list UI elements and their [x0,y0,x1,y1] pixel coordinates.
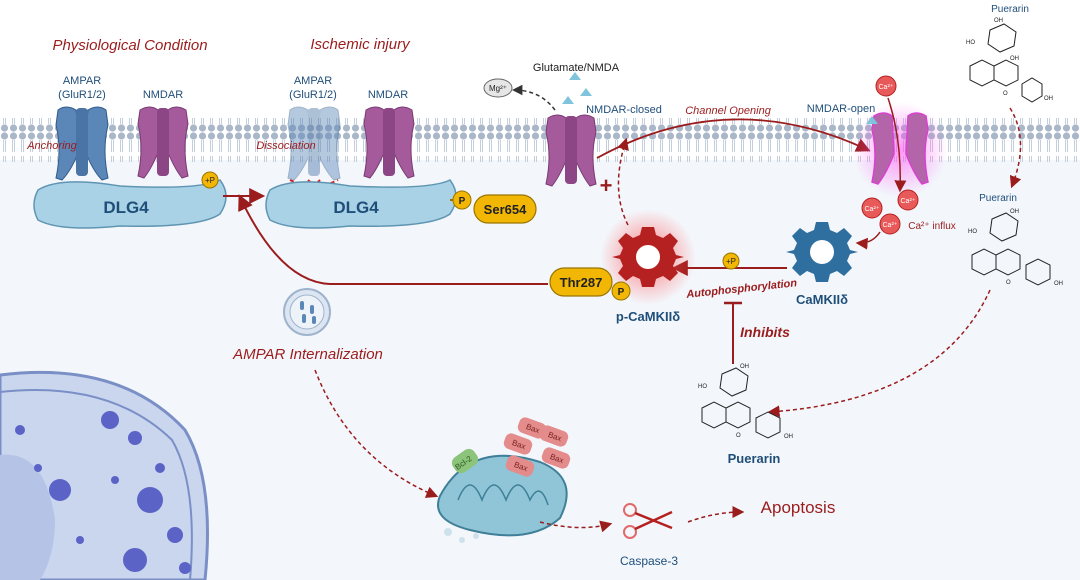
ca-ion-2-label: Ca²⁺ [901,198,916,205]
puerarin-oh-mid-2: OH [1054,281,1063,287]
phospho-badge-1-label: +P [205,176,215,185]
ischemic-title: Ischemic injury [310,36,411,53]
nmdar-open-receptor [871,112,929,185]
mitochondrion [437,454,568,543]
puerarin-oh-bot-2: OH [784,434,793,440]
nmdar-closed-label: NMDAR-closed [586,104,662,116]
bax-cluster: Bax Bax Bax Bax Bax [503,417,571,477]
thr287-badge [549,267,613,297]
nmdar-receptor-1 [137,106,189,179]
puerarin-ho-mid: HO [968,229,977,235]
glutamate-molecules [562,72,592,104]
puerarin-oh-mid-1: OH [1010,209,1019,215]
ca-ion-1-label: Ca²⁺ [865,206,880,213]
dissociation-label: Dissociation [256,140,315,152]
puerarin-structure-middle: Puerarin HO OH O OH [968,193,1063,287]
puerarin-structure-bottom: HO OH O OH [698,364,793,440]
dlg4-scaffold-2 [265,179,457,229]
scissors-icon [623,503,673,539]
caspase-label: Caspase-3 [620,554,678,568]
ca-ion-top-label: Ca²⁺ [879,84,894,91]
nmdar-closed-receptor [545,114,597,187]
puerarin-oh-top-1: OH [994,18,1003,24]
puerarin-oh-bot-1: OH [740,364,749,370]
puerarin-label-middle: Puerarin [979,193,1017,204]
inhibits-label: Inhibits [740,324,790,340]
puerarin-oh-top-2: OH [1010,56,1019,62]
anchoring-label: Anchoring [26,140,77,152]
nucleus [0,370,209,580]
phospho-p-1-label: P [459,196,466,207]
bax-label-4: Bax [549,452,565,465]
nmdar-label-2: NMDAR [368,89,408,101]
glutamate-label: Glutamate/NMDA [533,62,620,74]
thr287-label: Thr287 [560,275,603,290]
puerarin-path-arrow-1 [1009,107,1022,189]
dlg4-label-1: DLG4 [103,198,149,217]
puerarin-label-top: Puerarin [991,4,1029,15]
nmdar-label-1: NMDAR [143,89,183,101]
ampar-internalization-label: AMPAR Internalization [232,346,383,363]
puerarin-o-mid: O [1006,280,1011,286]
ser654-badge [473,194,537,224]
phospho-p-2-label: P [618,287,625,298]
ca-entry-arrow [887,97,907,193]
glutamate-bound [866,116,878,124]
phospho-badge-2 [722,252,740,270]
ampar-label-2: AMPAR [294,75,332,87]
camkii-label: CaMKIIδ [796,292,848,307]
caspase-to-apoptosis-arrow [687,506,745,523]
bax-label-1: Bax [525,422,541,435]
physiological-title: Physiological Condition [52,37,207,54]
puerarin-o-top: O [1003,91,1008,97]
nmdar-open-label: NMDAR-open [807,103,875,115]
nmdar-receptor-2 [363,106,415,179]
puerarin-ho-bot: HO [698,384,707,390]
apoptosis-label: Apoptosis [761,498,836,517]
mg-label: Mg²⁺ [489,84,507,93]
puerarin-label-bottom: Puerarin [728,451,781,466]
positive-feedback-plus: + [600,173,613,198]
pcamkii-to-nmdar-dashed-arrow [617,137,629,226]
puerarin-path-arrow-2 [767,289,991,418]
ca-to-camkii-arrow [855,231,881,250]
ampar-sub-label-1: (GluR1/2) [58,89,106,101]
ca-ion-3-label: Ca²⁺ [883,222,898,229]
puerarin-structure-top: Puerarin HO OH OH O OH [966,4,1053,103]
ampar-receptor-1 [55,106,109,181]
channel-opening-label: Channel Opening [685,105,772,117]
ampar-receptor-2 [287,106,341,181]
dlg4-scaffold-1 [33,179,227,229]
pcamkii-label: p-CaMKIIδ [616,309,680,324]
puerarin-oh-top-3: OH [1044,96,1053,102]
ca-ion-2 [897,189,919,211]
phospho-p-1 [452,190,472,210]
ampar-sub-label-2: (GluR1/2) [289,89,337,101]
mito-to-caspase-arrow [539,520,613,533]
phospho-badge-2-label: +P [726,257,736,266]
phospho-p-2 [611,281,631,301]
phospho-badge-1 [201,171,219,189]
camkii-gear [786,222,858,282]
ampar-label-1: AMPAR [63,75,101,87]
bcl2-protein: Bcl-2 [451,448,479,474]
internalization-arrow [314,369,439,498]
dlg4-label-2: DLG4 [333,198,379,217]
ca-influx-label: Ca²⁺ influx [908,221,956,232]
bax-label-5: Bax [513,460,529,473]
pcamkii-gear [612,227,684,287]
ca-ion-3 [879,213,901,235]
puerarin-o-bot: O [736,433,741,439]
pcamkii-to-dlg4-arrow [238,194,548,285]
endosome-vesicle [283,288,331,336]
mg-release-arrow [511,84,556,111]
ca-ion-top [875,75,897,97]
bax-label-3: Bax [511,438,527,451]
puerarin-ho-top: HO [966,40,975,46]
ser654-label: Ser654 [484,202,527,217]
bax-label-2: Bax [547,430,563,443]
ca-ion-1 [861,197,883,219]
channel-opening-arrow [596,118,871,159]
